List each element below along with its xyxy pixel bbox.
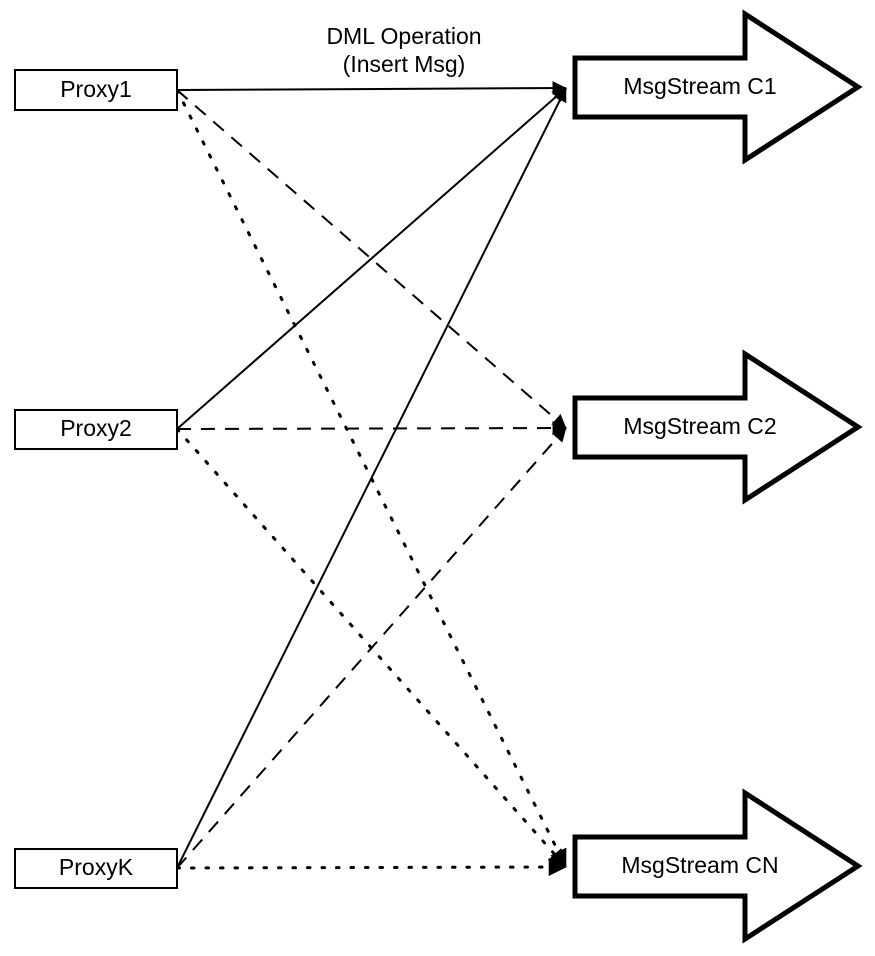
edge-proxyk-to-c1[interactable] — [176, 87, 567, 869]
edge-proxy1-to-c2[interactable] — [176, 89, 567, 429]
msgstream-cn-arrow-shape[interactable] — [572, 788, 863, 944]
msgstream-c2-arrow-shape[interactable] — [572, 349, 863, 505]
msgstream-node-cn[interactable]: MsgStream CN — [572, 788, 863, 944]
edge-proxy2-to-c2[interactable] — [176, 421, 567, 436]
proxy-node-proxy2[interactable]: Proxy2 — [14, 409, 178, 450]
edge-label-dml-operation: DML Operation (Insert Msg) — [326, 23, 481, 77]
msgstream-node-c2[interactable]: MsgStream C2 — [572, 349, 863, 505]
msgstream-c2-label: MsgStream C2 — [623, 413, 776, 439]
msgstream-c1-arrow-shape[interactable] — [572, 9, 863, 165]
msgstream-c1-label: MsgStream C1 — [623, 73, 776, 99]
proxyk-label: ProxyK — [59, 854, 134, 880]
edge-proxyk-to-cn[interactable] — [175, 858, 568, 877]
proxyk-box[interactable] — [14, 848, 178, 889]
msgstream-cn-label: MsgStream CN — [621, 852, 778, 878]
proxy2-box[interactable] — [14, 409, 178, 450]
edge-label-line2: (Insert Msg) — [343, 51, 466, 77]
proxy-node-proxyk[interactable]: ProxyK — [14, 848, 178, 889]
edge-proxyk-to-c2[interactable] — [176, 427, 567, 869]
edge-proxy2-to-c1[interactable] — [176, 87, 567, 430]
proxy-node-proxy1[interactable]: Proxy1 — [14, 69, 178, 111]
edge-layer — [175, 81, 568, 877]
msgstream-node-c1[interactable]: MsgStream C1 — [572, 9, 863, 165]
edge-label-line1: DML Operation — [326, 23, 481, 49]
proxy1-label: Proxy1 — [60, 76, 132, 102]
proxy2-label: Proxy2 — [60, 415, 132, 441]
proxy1-box[interactable] — [14, 69, 178, 111]
edge-proxy1-to-c1[interactable] — [176, 81, 567, 96]
